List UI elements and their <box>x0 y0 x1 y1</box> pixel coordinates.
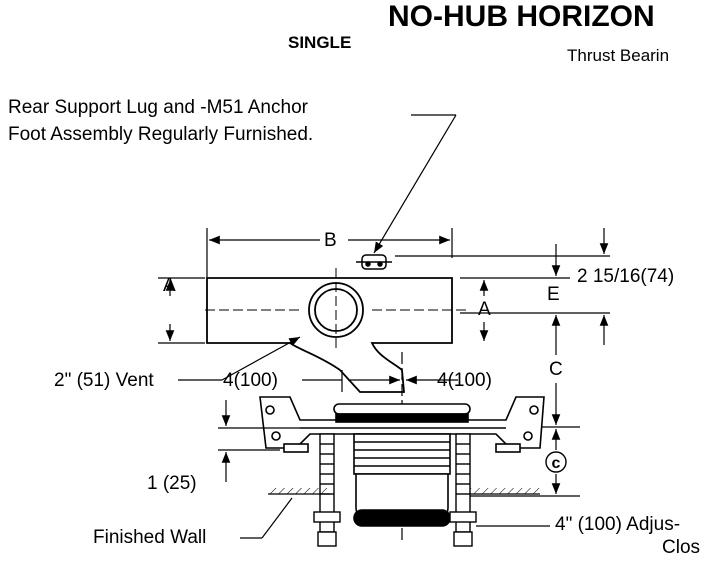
spacing-dimension <box>218 400 300 482</box>
finished-wall-leader <box>240 497 293 539</box>
rear-support-leader <box>373 114 457 254</box>
rear-support-lug <box>356 254 392 270</box>
vent-label: 2" (51) Vent <box>54 370 154 391</box>
faceplate-assembly <box>259 396 545 453</box>
fitting-body <box>205 268 470 393</box>
left-offset-label: 4(100) <box>223 370 278 391</box>
dimension-b <box>206 228 453 278</box>
finished-wall <box>268 488 540 495</box>
adjustable-label-line2: Clos <box>662 537 701 558</box>
dimension-a-right-label: A <box>478 297 491 323</box>
offset-dimensions <box>302 352 458 540</box>
rear-support-label-line1: Rear Support Lug and -M51 Anchor <box>8 97 308 118</box>
dimension-e-label: E <box>547 284 560 305</box>
coupling <box>353 433 451 527</box>
thrust-bearing-note: Thrust Bearin <box>567 46 670 65</box>
finished-wall-label: Finished Wall <box>93 527 207 548</box>
dimension-c-label: C <box>549 357 563 383</box>
centerline-symbol-text: c <box>552 455 561 472</box>
drawing-subtitle: SINGLE <box>288 33 352 52</box>
right-offset-label: 4(100) <box>437 370 492 391</box>
spacing-label: 1 (25) <box>147 473 197 494</box>
vent-leader <box>178 336 301 381</box>
dimension-b-label: B <box>322 230 339 252</box>
centerline-symbol: c <box>545 451 567 473</box>
dimension-a-left <box>158 277 205 344</box>
rear-support-label-line2: Foot Assembly Regularly Furnished. <box>8 124 314 145</box>
adjustable-label-line1: 4" (100) Adjus- <box>555 514 681 535</box>
offset-e-value-label: 2 15/16(74) <box>577 266 675 287</box>
drawing-title: NO-HUB HORIZON <box>388 0 655 33</box>
